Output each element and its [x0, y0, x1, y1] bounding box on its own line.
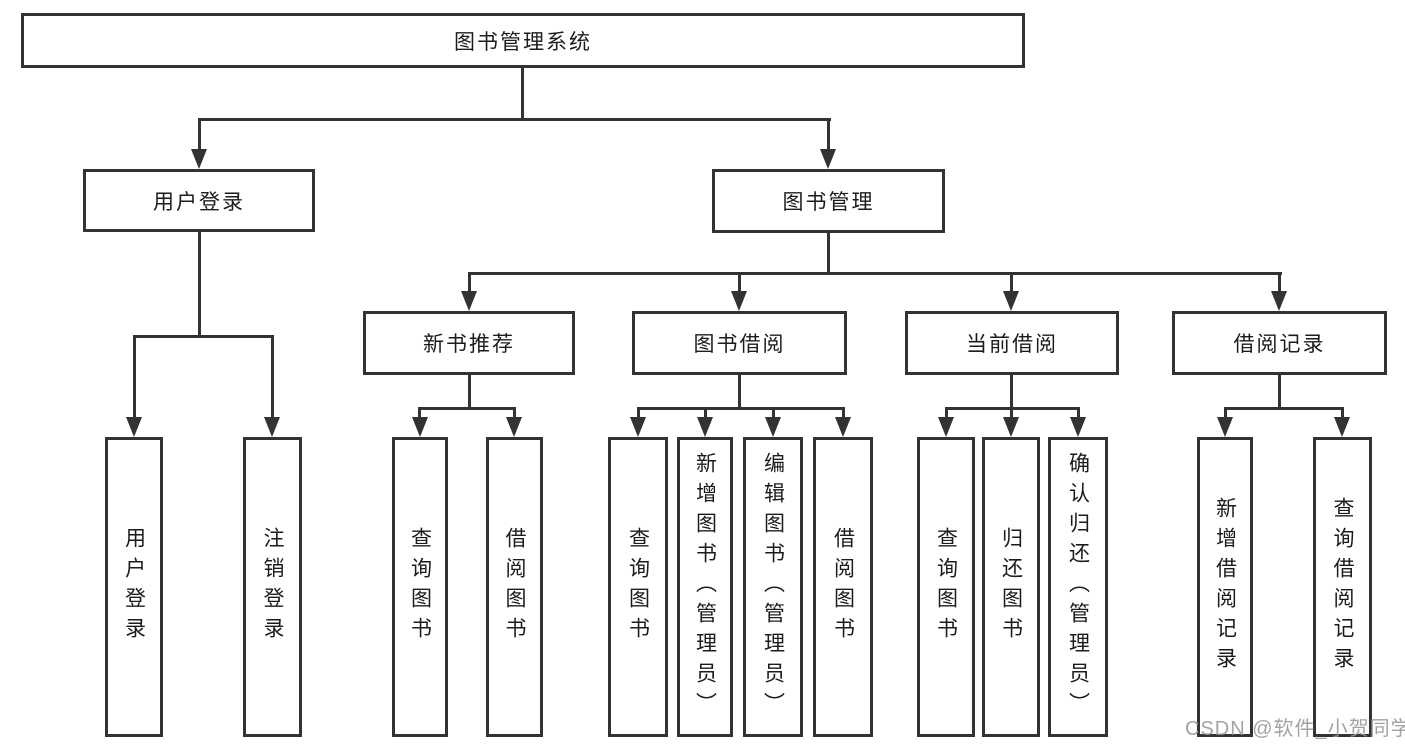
leaf-records-add-record: 新增借阅记录: [1197, 437, 1253, 737]
connector-root-stem: [521, 68, 524, 120]
leaf-logout: 注销登录: [243, 437, 302, 737]
leaf-records-add-record-label: 新增借阅记录: [1213, 497, 1237, 677]
node-root: 图书管理系统: [21, 13, 1025, 68]
connector-to-leaf-bb-edit-stem: [772, 407, 775, 421]
connector-user-login-rail: [133, 335, 274, 338]
leaf-newbook-query-books-label: 查询图书: [408, 527, 432, 647]
leaf-borrow-edit-books-admin-label: 编辑图书（管理员）: [761, 452, 785, 722]
node-current-borrow-label: 当前借阅: [966, 333, 1058, 356]
node-user-login: 用户登录: [83, 169, 315, 232]
connector-user-login-stem: [198, 232, 201, 338]
connector-to-leaf-bb-add-stem: [704, 407, 707, 421]
node-current-borrow: 当前借阅: [905, 311, 1119, 375]
leaf-records-query-record-label: 查询借阅记录: [1331, 497, 1354, 677]
arrowhead-to-leaf-logout: [264, 417, 280, 437]
node-book-mgmt: 图书管理: [712, 169, 945, 233]
arrowhead-to-book-borrow: [731, 291, 747, 311]
leaf-current-confirm-return-admin-label: 确认归还（管理员）: [1066, 452, 1090, 722]
connector-new-book-stem: [468, 375, 471, 410]
connector-new-book-rail: [418, 407, 516, 410]
connector-borrow-records-stem: [1278, 375, 1281, 410]
leaf-user-login-label: 用户登录: [122, 527, 146, 647]
node-root-label: 图书管理系统: [454, 30, 592, 54]
arrowhead-to-leaf-bb-query: [630, 417, 646, 437]
arrowhead-to-leaf-br-query: [1334, 417, 1350, 437]
connector-to-leaf-nb-query-stem: [418, 407, 421, 421]
connector-to-leaf-bb-query-stem: [637, 407, 640, 421]
node-book-borrow-label: 图书借阅: [693, 333, 786, 356]
leaf-current-query-books: 查询图书: [917, 437, 975, 737]
leaf-user-login: 用户登录: [105, 437, 163, 737]
connector-to-leaf-logout-stem: [271, 335, 274, 421]
node-book-mgmt-label: 图书管理: [782, 191, 875, 214]
leaf-current-return-books: 归还图书: [982, 437, 1040, 737]
arrowhead-to-leaf-nb-query: [412, 417, 428, 437]
leaf-current-return-books-label: 归还图书: [999, 527, 1023, 647]
connector-to-book-borrow-stem: [738, 272, 741, 294]
leaf-borrow-add-books-admin-label: 新增图书（管理员）: [693, 452, 717, 722]
arrowhead-to-leaf-nb-borrow: [506, 417, 522, 437]
connector-book-borrow-rail: [637, 407, 845, 410]
csdn-watermark: CSDN @软件_小贺同学: [1185, 718, 1405, 740]
arrowhead-to-new-book: [461, 291, 477, 311]
connector-to-leaf-cb-query-stem: [945, 407, 948, 421]
connector-to-leaf-user-login-stem: [133, 335, 136, 421]
leaf-newbook-query-books: 查询图书: [392, 437, 448, 737]
connector-book-mgmt-rail: [468, 272, 1282, 275]
leaf-newbook-borrow-books: 借阅图书: [486, 437, 543, 737]
leaf-current-query-books-label: 查询图书: [934, 527, 958, 647]
connector-borrow-records-rail: [1224, 407, 1344, 410]
arrowhead-to-leaf-cb-return: [1003, 417, 1019, 437]
arrowhead-to-book-mgmt: [820, 149, 836, 169]
arrowhead-to-leaf-bb-add: [697, 417, 713, 437]
leaf-current-confirm-return-admin: 确认归还（管理员）: [1048, 437, 1108, 737]
connector-to-leaf-nb-borrow-stem: [513, 407, 516, 421]
node-new-book-label: 新书推荐: [423, 333, 515, 356]
connector-to-current-borrow-stem: [1010, 272, 1013, 294]
arrowhead-to-leaf-cb-confirm: [1070, 417, 1086, 437]
connector-current-borrow-stem: [1010, 375, 1013, 410]
connector-book-mgmt-stem: [827, 233, 830, 275]
arrowhead-to-user-login: [191, 149, 207, 169]
connector-to-leaf-br-query-stem: [1341, 407, 1344, 421]
leaf-borrow-add-books-admin: 新增图书（管理员）: [677, 437, 733, 737]
arrowhead-to-leaf-br-add: [1217, 417, 1233, 437]
leaf-borrow-query-books: 查询图书: [608, 437, 668, 737]
arrowhead-to-current-borrow: [1003, 291, 1019, 311]
connector-to-new-book-stem: [468, 272, 471, 294]
leaf-borrow-query-books-label: 查询图书: [626, 527, 650, 647]
arrowhead-to-borrow-records: [1271, 291, 1287, 311]
node-new-book: 新书推荐: [363, 311, 575, 375]
connector-to-leaf-br-add-stem: [1224, 407, 1227, 421]
leaf-borrow-edit-books-admin: 编辑图书（管理员）: [743, 437, 803, 737]
arrowhead-to-leaf-bb-borrow: [835, 417, 851, 437]
connector-to-leaf-cb-return-stem: [1010, 407, 1013, 421]
connector-book-borrow-stem: [738, 375, 741, 410]
arrowhead-to-leaf-user-login: [126, 417, 142, 437]
connector-to-user-login-stem: [198, 118, 201, 151]
arrowhead-to-leaf-cb-query: [938, 417, 954, 437]
leaf-records-query-record: 查询借阅记录: [1313, 437, 1372, 737]
node-user-login-label: 用户登录: [153, 190, 245, 214]
leaf-borrow-borrow-books-label: 借阅图书: [831, 527, 855, 647]
node-borrow-records: 借阅记录: [1172, 311, 1387, 375]
connector-root-rail: [198, 118, 831, 121]
node-book-borrow: 图书借阅: [632, 311, 847, 375]
connector-to-borrow-records-stem: [1278, 272, 1281, 294]
arrowhead-to-leaf-bb-edit: [765, 417, 781, 437]
connector-to-leaf-bb-borrow-stem: [842, 407, 845, 421]
node-borrow-records-label: 借阅记录: [1233, 333, 1326, 356]
connector-to-leaf-cb-confirm-stem: [1077, 407, 1080, 421]
leaf-borrow-borrow-books: 借阅图书: [813, 437, 873, 737]
leaf-newbook-borrow-books-label: 借阅图书: [503, 527, 526, 647]
connector-to-book-mgmt-stem: [827, 118, 830, 151]
leaf-logout-label: 注销登录: [261, 527, 284, 647]
